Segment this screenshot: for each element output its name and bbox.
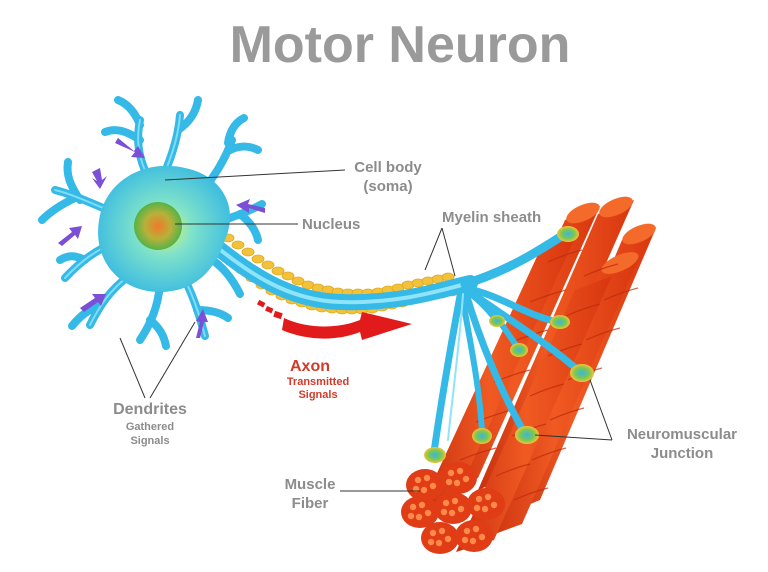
svg-text:(soma): (soma)	[363, 178, 412, 195]
label-nucleus: Nucleus	[302, 216, 360, 233]
fiber-end-cap	[455, 520, 493, 552]
signal-arrow-icon	[115, 138, 145, 158]
axon	[197, 226, 594, 463]
svg-text:Cell body: Cell body	[354, 159, 422, 176]
svg-text:Neuromuscular: Neuromuscular	[627, 426, 737, 443]
muscle-fiber-bundle	[401, 196, 656, 554]
fiber-end-cap	[467, 488, 505, 520]
svg-text:Signals: Signals	[298, 389, 337, 401]
svg-text:Signals: Signals	[130, 435, 169, 447]
fiber-end-cap	[439, 462, 477, 494]
dendrite-signal-arrows	[58, 138, 265, 338]
svg-text:Muscle: Muscle	[285, 476, 336, 493]
label-myelin-sheath: Myelin sheath	[442, 209, 541, 226]
axon-signal-arrow	[256, 299, 412, 340]
fiber-end-cap	[406, 469, 444, 501]
svg-text:Fiber: Fiber	[292, 495, 329, 512]
neuron-cell-body	[38, 96, 266, 350]
neuromuscular-junctions	[424, 226, 594, 463]
leader-lines	[119, 169, 613, 492]
signal-arrow-icon	[196, 309, 208, 338]
svg-text:Gathered: Gathered	[126, 421, 174, 433]
label-muscle-fiber: Muscle Fiber	[285, 476, 336, 512]
label-axon: Axon Transmitted Signals	[287, 358, 349, 401]
signal-arrow-icon	[80, 294, 106, 312]
signal-arrow-icon	[58, 226, 82, 246]
diagram-title: Motor Neuron	[230, 16, 571, 74]
fiber-end-cap	[401, 496, 439, 528]
svg-text:Dendrites: Dendrites	[113, 401, 187, 418]
muscle-fiber-cylinder	[456, 276, 612, 552]
label-neuromuscular-junction: Neuromuscular Junction	[627, 426, 737, 462]
fiber-end-cap	[434, 492, 472, 524]
svg-text:Junction: Junction	[651, 445, 714, 462]
label-cell-body: Cell body (soma)	[354, 159, 422, 195]
signal-arrow-icon	[236, 199, 265, 213]
fiber-end-cap	[421, 522, 459, 554]
svg-text:Axon: Axon	[290, 358, 330, 375]
signal-arrow-icon	[92, 168, 107, 189]
muscle-fiber-cross-sections	[401, 462, 505, 554]
svg-text:Transmitted: Transmitted	[287, 376, 349, 388]
nucleus	[134, 202, 182, 250]
label-dendrites: Dendrites Gathered Signals	[113, 401, 187, 447]
